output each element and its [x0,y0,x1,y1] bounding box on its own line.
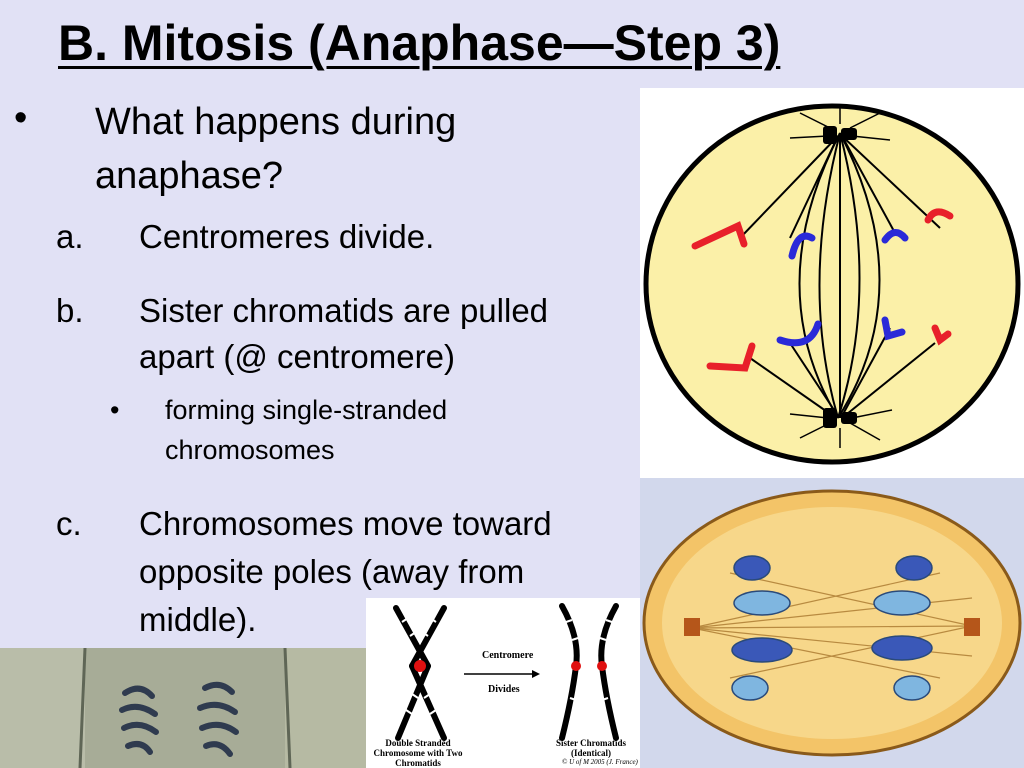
arrow-label-bottom: Divides [488,684,520,695]
left-caption-line-2: Chromosome with Two [373,748,463,758]
item-c-text-line-1: Chromosomes move toward [139,505,552,542]
item-c-text-line-2: opposite poles (away from [139,553,525,590]
right-caption-line-2: (Identical) [571,748,611,758]
question-line-1: What happens during [95,101,457,143]
sub-bullet-line-1: forming single-stranded [165,395,448,425]
centromere-diagram: Centromere Divides Double Stranded Chrom… [366,598,640,768]
item-a-text: Centromeres divide. [139,218,435,255]
item-b-text-line-2: apart (@ centromere) [139,338,455,375]
anaphase-cell-illustration [640,478,1024,768]
item-b-text-line-1: Sister chromatids are pulled [139,292,549,329]
left-caption-line-1: Double Stranded [385,738,451,748]
copyright-notice: © U of M 2005 (J. France) [562,758,638,766]
item-c-marker: c. [56,505,82,542]
anaphase-cell-cartoon [640,88,1024,478]
item-a-marker: a. [56,218,84,255]
left-caption-line-3: Chromatids [395,758,441,768]
right-caption-line-1: Sister Chromatids [556,738,626,748]
sub-bullet-marker: • [110,395,120,425]
question-line-2: anaphase? [95,155,284,197]
anaphase-micrograph [0,648,366,768]
sub-bullet-line-2: chromosomes [165,435,335,465]
left-caption: Double Stranded Chromosome with Two Chro… [368,738,468,768]
bullet-marker: • [14,97,28,139]
right-caption: Sister Chromatids (Identical) [546,738,636,758]
arrow-label-top: Centromere [482,650,534,661]
item-c-text-line-3: middle). [139,601,257,638]
slide-title: B. Mitosis (Anaphase—Step 3) [58,15,781,71]
item-b-marker: b. [56,292,84,329]
